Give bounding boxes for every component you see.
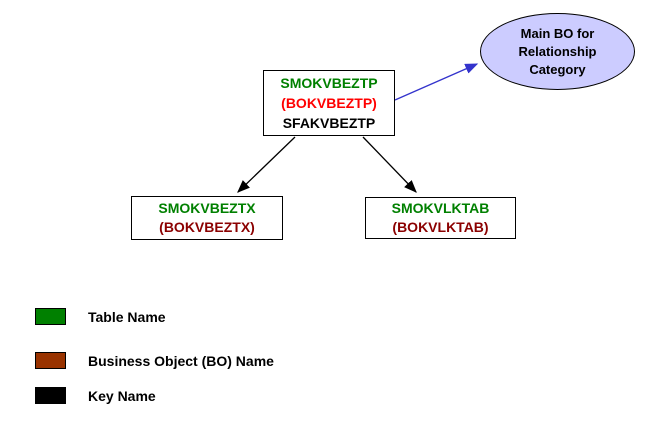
child-left-table-name: SMOKVBEZTX [158, 200, 256, 216]
arrow-parent-to-left-child [237, 136, 296, 193]
ellipse-text-line: Category [529, 61, 586, 77]
parent-bo-name: (BOKVBEZTP) [281, 95, 377, 111]
child-right-table-name: SMOKVLKTAB [391, 200, 490, 216]
parent-entity-box: SMOKVBEZTP (BOKVBEZTP) SFAKVBEZTP [263, 70, 395, 136]
arrow-parent-to-main-bo-ellipse [394, 63, 479, 101]
legend-item-table-name: Table Name [35, 308, 166, 325]
legend-label-table-name: Table Name [88, 308, 166, 325]
child-left-bo-name: (BOKVBEZTX) [159, 219, 255, 235]
legend-item-bo-name: Business Object (BO) Name [35, 352, 274, 369]
child-entity-box-right: SMOKVLKTAB (BOKVLKTAB) [365, 197, 516, 239]
legend-item-key-name: Key Name [35, 387, 156, 404]
key-name-color-swatch [35, 387, 66, 404]
parent-table-name: SMOKVBEZTP [280, 75, 378, 91]
child-entity-box-left: SMOKVBEZTX (BOKVBEZTX) [131, 196, 283, 240]
arrow-parent-to-right-child [362, 136, 417, 193]
legend-label-bo-name: Business Object (BO) Name [88, 352, 274, 369]
child-right-bo-name: (BOKVLKTAB) [392, 219, 489, 235]
ellipse-text-line: Relationship [518, 43, 597, 59]
legend-label-key-name: Key Name [88, 387, 156, 404]
table-name-color-swatch [35, 308, 66, 325]
parent-key-name: SFAKVBEZTP [282, 115, 376, 131]
main-bo-ellipse-node: Main BO for Relationship Category [480, 13, 635, 90]
bo-name-color-swatch [35, 352, 66, 369]
ellipse-text-line: Main BO for [520, 25, 595, 41]
